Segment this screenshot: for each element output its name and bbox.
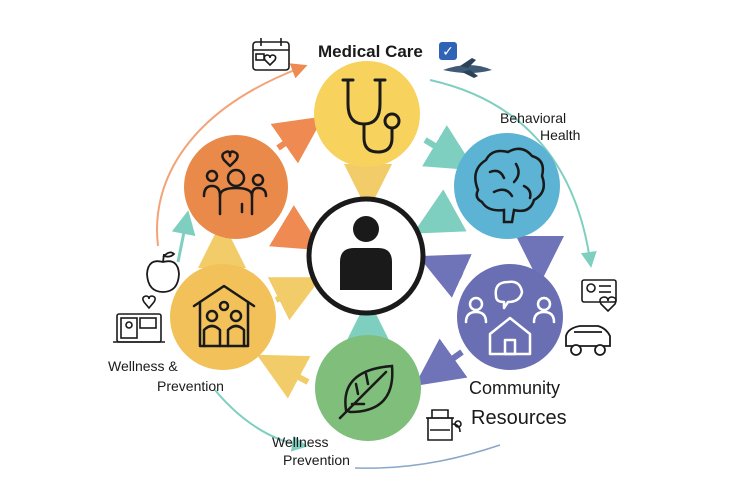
node-wellness-yellow [170, 264, 276, 370]
id-card-heart-icon [581, 279, 617, 313]
arrow-community-to-center [418, 254, 472, 298]
calendar-heart-icon [252, 38, 290, 71]
person-icon [340, 216, 392, 290]
label-wellness-prev-line1: Wellness & [108, 358, 178, 374]
label-behavioral-line2: Health [540, 127, 581, 143]
arrow-social-to-medical [270, 116, 324, 164]
kettle-icon [426, 409, 462, 441]
label-wellness-bottom-line1: Wellness [272, 434, 329, 450]
arrow-social-to-center [269, 205, 323, 251]
arrow-wellness-to-home [256, 354, 311, 399]
outer-arc-left [156, 63, 308, 247]
node-medical [314, 61, 420, 167]
label-wellness-bottom-line2: Prevention [283, 452, 350, 468]
label-medical-care: Medical Care [318, 42, 423, 61]
apple-icon [146, 251, 180, 293]
arrow-medical-to-behavioral [422, 125, 476, 171]
node-wellness-green [315, 335, 421, 441]
arrow-home-up-thin [171, 210, 196, 263]
family-home-icon [192, 284, 256, 348]
community-icon [464, 280, 556, 356]
outer-arc-bottom [214, 389, 308, 452]
node-behavioral [454, 133, 560, 239]
car-icon [565, 325, 611, 356]
outer-arc-bottom-right [354, 444, 501, 469]
label-community-line1: Community [469, 378, 561, 398]
checkbox-icon: ✓ [439, 42, 457, 60]
arrow-behavioral-to-center [413, 189, 467, 234]
care-team-icon [202, 150, 268, 216]
leaf-icon [338, 364, 394, 420]
arrow-home-to-center [267, 277, 322, 321]
outer-arc-right [429, 79, 597, 268]
arrow-community-to-wellness [414, 338, 468, 386]
label-behavioral-line1: Behavioral [500, 110, 567, 126]
brain-icon [474, 147, 545, 224]
stethoscope-icon [341, 78, 401, 154]
label-wellness-prev-line2: Prevention [157, 378, 224, 394]
airplane-icon [443, 58, 492, 78]
tablet-heart-icon [113, 295, 165, 343]
label-community-line2: Resources [471, 407, 567, 429]
